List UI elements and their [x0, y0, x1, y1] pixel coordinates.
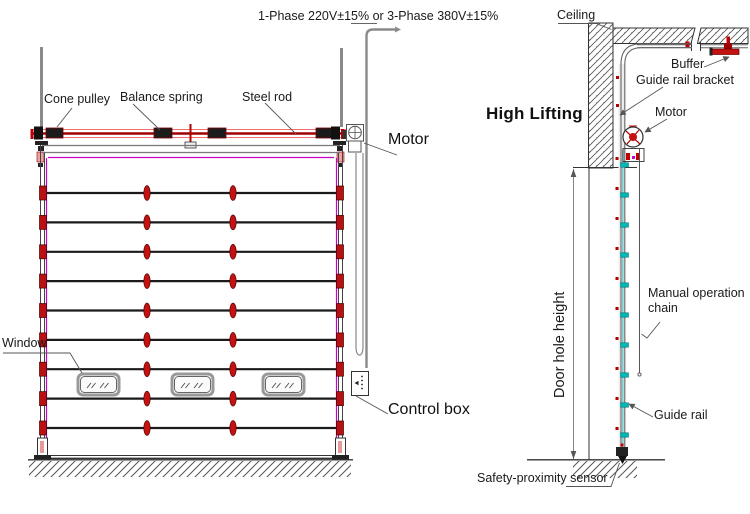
wall-section: [573, 22, 637, 460]
guide-rail-label: Guide rail: [654, 408, 708, 422]
motor-front-label: Motor: [388, 131, 429, 148]
chain-loop-front: [355, 153, 364, 356]
cone-pulley-label: Cone pulley: [44, 92, 111, 106]
power-conduit: [351, 23, 401, 368]
motor-front: [342, 124, 364, 153]
front-view-leaders: [3, 102, 398, 415]
panel-joints-and-hinges: [39, 185, 344, 436]
ground-front: [28, 459, 353, 477]
safety-proximity-sensor-label: Safety-proximity sensor: [477, 471, 608, 485]
control-box-label: Control box: [388, 401, 470, 418]
door-windows: [76, 372, 306, 397]
track-posts: [40, 47, 343, 130]
buffer-part: [709, 36, 740, 56]
buffer-label: Buffer: [671, 57, 705, 71]
ceiling-label: Ceiling: [557, 8, 596, 22]
manual-chain: [637, 148, 642, 377]
manual-operation-chain-label: Manual operation chain: [648, 286, 745, 316]
door-hole-height-dimension: [570, 169, 577, 459]
guide-rail-bracket-label: Guide rail bracket: [636, 73, 734, 87]
side-view-drawing: [527, 22, 749, 487]
ground-side: [527, 459, 665, 478]
motor-side-label: Motor: [655, 105, 687, 119]
side-view-leaders: [558, 23, 730, 487]
high-lifting-heading: High Lifting: [486, 104, 583, 123]
cone-pulleys: [30, 124, 344, 149]
power-supply-label: 1-Phase 220V±15% or 3-Phase 380V±15%: [258, 9, 499, 23]
safety-sensor-part: [616, 443, 628, 464]
door-bottom: [34, 437, 349, 460]
balance-spring-label: Balance spring: [120, 90, 203, 104]
door-header: [42, 144, 340, 159]
door-hole-height-label: Door hole height: [552, 291, 568, 398]
window-label: Window: [2, 336, 47, 350]
motor-side: [622, 125, 645, 162]
steel-rod-label: Steel rod: [242, 90, 293, 104]
control-box: [351, 371, 369, 396]
front-view-drawing: [3, 23, 401, 477]
